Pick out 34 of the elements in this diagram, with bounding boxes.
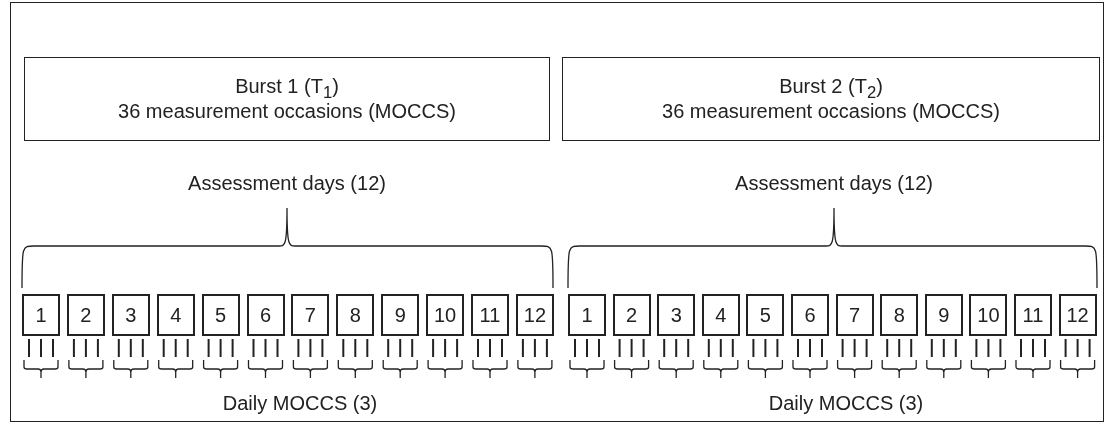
day-box: 8 bbox=[880, 294, 919, 336]
day-box: 4 bbox=[701, 294, 740, 336]
day-box: 10 bbox=[426, 294, 465, 336]
burst-title: Burst 2 (T$_{2}$) bbox=[779, 75, 883, 102]
day-box: 3 bbox=[657, 294, 696, 336]
day-box: 6 bbox=[791, 294, 829, 336]
daily-moccs-label: Daily MOCCS (3) bbox=[768, 392, 924, 415]
day-box: 7 bbox=[835, 294, 874, 336]
day-box: 12 bbox=[515, 294, 554, 336]
burst-title: Burst 1 (T$_{1}$) bbox=[235, 75, 339, 102]
day-box: 5 bbox=[201, 294, 240, 336]
day-box: 1 bbox=[22, 294, 60, 336]
burst-description: 36 measurement occasions (MOCCS) bbox=[118, 101, 456, 123]
day-box: 12 bbox=[1058, 294, 1097, 336]
day-box: 3 bbox=[111, 294, 150, 336]
burst-box bbox=[562, 57, 1100, 141]
day-box: 9 bbox=[924, 294, 963, 336]
day-box: 9 bbox=[381, 294, 420, 336]
day-box: 1 bbox=[568, 294, 606, 336]
day-box: 5 bbox=[746, 294, 785, 336]
day-box: 4 bbox=[156, 294, 195, 336]
assessment-days-label: Assessment days (12) bbox=[735, 172, 933, 195]
burst-box bbox=[24, 57, 550, 141]
day-box: 8 bbox=[336, 294, 375, 336]
burst-description: 36 measurement occasions (MOCCS) bbox=[662, 101, 1000, 123]
day-box: 7 bbox=[291, 294, 330, 336]
day-box: 2 bbox=[612, 294, 651, 336]
day-box: 11 bbox=[471, 294, 509, 336]
assessment-days-label: Assessment days (12) bbox=[188, 172, 386, 195]
daily-moccs-label: Daily MOCCS (3) bbox=[222, 392, 378, 415]
day-box: 11 bbox=[1014, 294, 1052, 336]
day-box: 2 bbox=[66, 294, 105, 336]
day-box: 6 bbox=[246, 294, 285, 336]
day-box: 10 bbox=[969, 294, 1008, 336]
